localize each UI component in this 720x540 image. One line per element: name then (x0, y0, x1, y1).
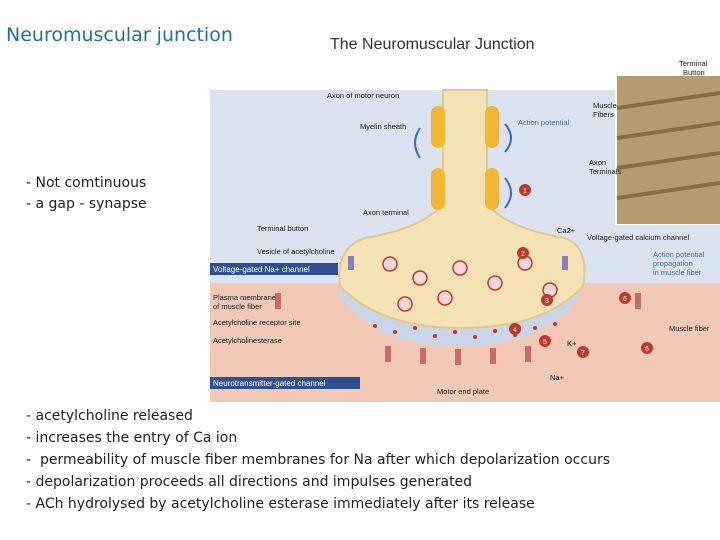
label-voltage-gated-na: Voltage-gated Na+ channel (213, 265, 310, 274)
label-neurotransmitter-gated: Neurotransmitter-gated channel (213, 379, 326, 388)
bullet-depolarization: - depolarization proceeds all directions… (26, 474, 473, 490)
inset-photo (617, 76, 720, 224)
step-2-text: 2 (521, 251, 525, 258)
bullet-ca-entry: - increases the entry of Ca ion (26, 430, 238, 446)
na-channel (275, 293, 281, 309)
ach-dot (453, 330, 457, 334)
intro-bullets: - Not comtinuous - a gap - synapse (26, 173, 147, 215)
label-plasma-membrane-1: Plasma membrane (213, 293, 276, 302)
myelin-segment-left-2 (431, 168, 445, 210)
step-6a-text: 6 (623, 296, 627, 303)
label-terminal-button: Terminal button (257, 224, 308, 233)
receptor (385, 346, 391, 362)
label-inset-muscle-1: Muscle (593, 101, 617, 110)
label-bar-voltage-na (210, 263, 338, 275)
bullet-ach-released: - acetylcholine released (26, 408, 193, 424)
label-bar-neurotransmitter (210, 377, 360, 389)
myelin-segment-left-1 (431, 106, 445, 148)
label-inset-terminal-2: Button (683, 68, 705, 77)
label-myelin-sheath: Myelin sheath (360, 122, 406, 131)
step-5-text: 5 (543, 339, 547, 346)
slide-title: Neuromuscular junction (6, 24, 233, 46)
ach-dot (393, 330, 397, 334)
step-7-text: 7 (581, 350, 585, 357)
receptor (455, 349, 461, 365)
label-axon-motor-neuron: Axon of motor neuron (327, 91, 399, 100)
label-inset-muscle-2: Fibers (593, 110, 614, 119)
step-badge-6a (619, 292, 631, 304)
label-action-potential: Action potential (518, 118, 570, 127)
step-badge-1 (519, 184, 531, 196)
vesicle (382, 256, 398, 272)
bullet-na-permeability: - permeability of muscle fiber membranes… (26, 452, 610, 468)
vesicle (437, 290, 453, 306)
label-axon-terminal: Axon terminal (363, 208, 409, 217)
ach-dot (433, 334, 437, 338)
label-vesicle-ach: Vesicle of acetylcholine (257, 247, 335, 256)
myelin-segment-right-2 (485, 168, 499, 210)
label-ap-propagation-1: Action potential (653, 250, 705, 259)
step-badge-7 (577, 346, 589, 358)
label-ach-receptor-site: Acetylcholine receptor site (213, 318, 301, 327)
ach-dot (553, 322, 557, 326)
step-badge-2 (517, 247, 529, 259)
nmj-diagram: The Neuromuscular Junction (205, 28, 720, 403)
ach-dot (533, 326, 537, 330)
step-4-text: 4 (513, 327, 517, 334)
label-plasma-membrane-2: of muscle fiber (213, 302, 262, 311)
receptor (420, 348, 426, 364)
vesicle (452, 260, 468, 276)
label-acetylcholinesterase: Acetylcholinesterase (213, 336, 282, 345)
vesicle (412, 270, 428, 286)
myelin-segment-right-1 (485, 106, 499, 148)
step-badge-5 (539, 335, 551, 347)
nmj-diagram-svg: The Neuromuscular Junction (210, 36, 720, 402)
ca-channel-right (562, 256, 568, 270)
ach-dot (493, 329, 497, 333)
diagram-title: The Neuromuscular Junction (330, 36, 535, 53)
label-motor-end-plate: Motor end plate (437, 387, 489, 396)
step-3-text: 3 (545, 298, 549, 305)
mechanism-bullets: - acetylcholine released - increases the… (26, 405, 610, 515)
label-inset-axon-2: Terminals (589, 167, 621, 176)
ach-dot (413, 326, 417, 330)
bullet-ach-hydrolysed: - ACh hydrolysed by acetylcholine estera… (26, 496, 535, 512)
label-voltage-gated-ca: Voltage-gated calcium channel (587, 233, 689, 242)
label-ap-propagation-2: propagation (653, 259, 693, 268)
step-badge-4 (509, 323, 521, 335)
vesicle (487, 275, 503, 291)
label-inset-terminal-1: Terminal (679, 59, 708, 68)
ach-vesicles (382, 255, 558, 312)
inset-fiber-lines (616, 91, 720, 200)
label-ap-propagation-3: in muscle fiber (653, 268, 702, 277)
na-channel (635, 293, 641, 309)
step-1-text: 1 (523, 188, 527, 195)
action-potential-arrow-1 (504, 123, 512, 153)
receptor (490, 348, 496, 364)
bullet-not-continuous: - Not comtinuous (26, 175, 147, 191)
action-potential-arrow-2 (414, 127, 421, 159)
bullet-gap-synapse: - a gap - synapse (26, 196, 147, 212)
label-na-plus: Na+ (550, 373, 565, 382)
receptor (525, 346, 531, 362)
label-k-plus: K+ (567, 339, 577, 348)
ach-dot (473, 335, 477, 339)
label-ca2: Ca2+ (557, 226, 576, 235)
step-badge-3 (541, 294, 553, 306)
label-muscle-fiber: Muscle fiber (669, 324, 710, 333)
ach-dot (373, 324, 377, 328)
label-inset-axon-1: Axon (589, 158, 606, 167)
step-6b-text: 6 (645, 346, 649, 353)
step-badge-6b (641, 342, 653, 354)
vesicle (397, 296, 413, 312)
action-potential-arrow-3 (504, 177, 512, 209)
receptor-channels (275, 293, 641, 365)
ca-channel-left (348, 256, 354, 270)
